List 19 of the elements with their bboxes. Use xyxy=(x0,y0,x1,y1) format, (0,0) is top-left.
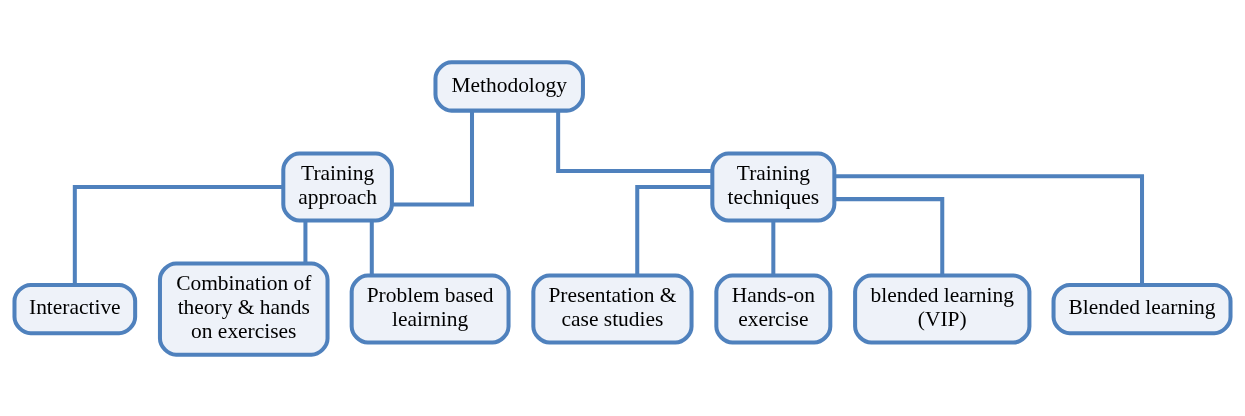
connector xyxy=(635,184,713,275)
connector xyxy=(556,110,713,173)
node-box: Blended learning xyxy=(1051,282,1233,335)
node-box: Training approach xyxy=(281,151,394,223)
connector xyxy=(303,220,308,263)
node-box: Presentation & case studies xyxy=(531,273,694,345)
node-box: Training techniques xyxy=(710,151,837,223)
connector xyxy=(369,220,374,275)
node-box: Hands-on exercise xyxy=(714,273,833,345)
node-box: Problem based leairning xyxy=(349,273,511,345)
connector xyxy=(771,220,776,275)
connector xyxy=(392,110,474,206)
node-box: Interactive xyxy=(12,282,138,335)
node-box: blended learning (VIP) xyxy=(853,273,1032,345)
node-box: Combination of theory & hands on exercises xyxy=(157,260,330,357)
node-box: Methodology xyxy=(433,59,585,113)
connector xyxy=(834,196,945,275)
connector xyxy=(834,173,1145,285)
connector xyxy=(72,184,284,284)
